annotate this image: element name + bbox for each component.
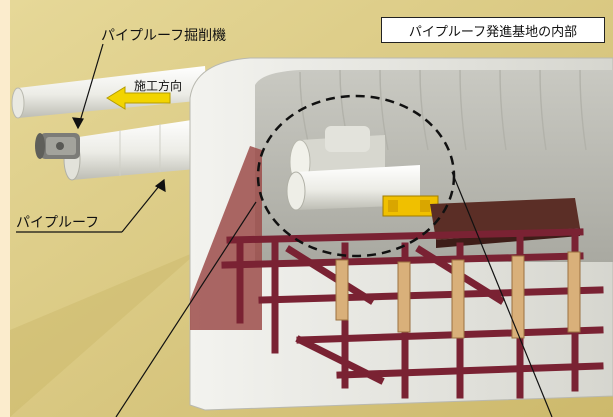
machine-label: パイプルーフ掘削機 — [101, 28, 227, 44]
jacking-equipment — [382, 195, 439, 217]
title-box: パイプルーフ発進基地の内部 — [381, 17, 605, 43]
title-label: パイプルーフ発進基地の内部 — [408, 24, 578, 40]
pipe-roof-label: パイプルーフ — [16, 215, 100, 231]
direction-arrow — [106, 86, 171, 110]
pipes-inside-base — [286, 126, 420, 211]
direction-label: 施工方向 — [134, 79, 183, 93]
leader-lines — [16, 43, 553, 417]
excavation-machine-head — [35, 133, 80, 159]
left-margin-strip — [0, 0, 10, 417]
jack-posts — [335, 251, 581, 339]
